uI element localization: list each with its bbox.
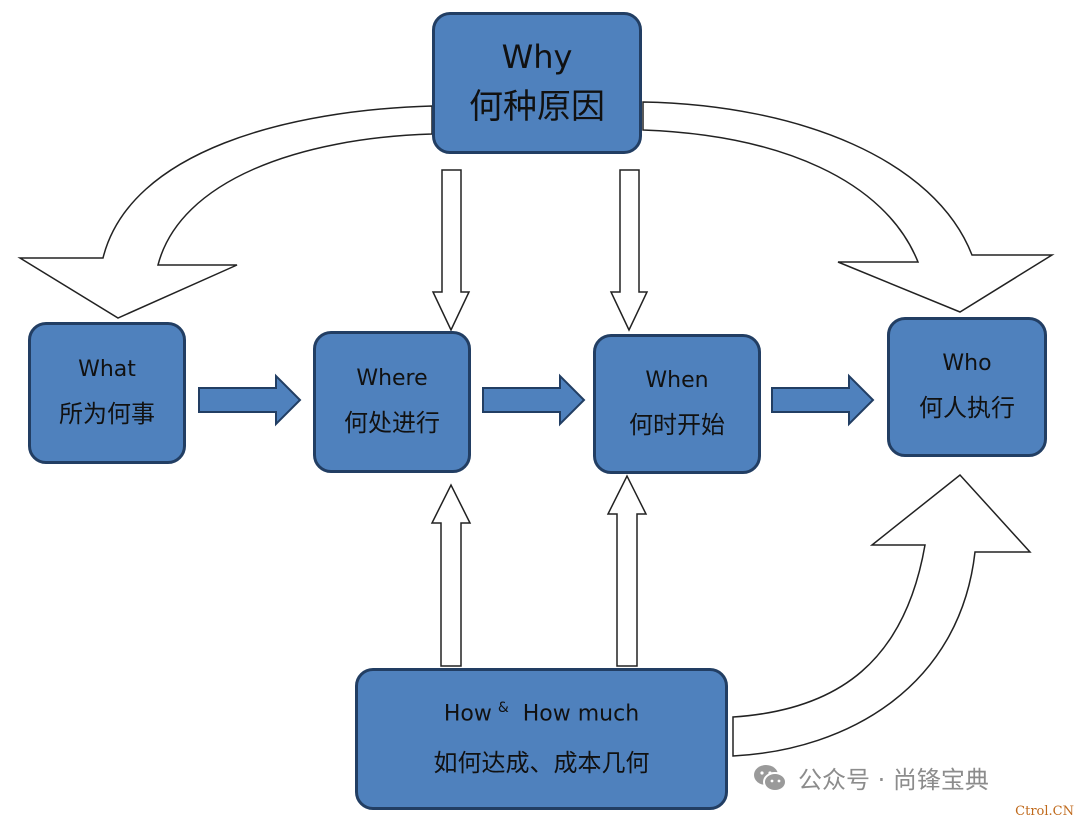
where-box: Where 何处进行 xyxy=(313,331,471,473)
curved-arrow-why-to-who xyxy=(642,101,1055,313)
right-arrow-where-to-when xyxy=(482,373,586,427)
right-arrow-what-to-where xyxy=(198,373,302,427)
how-label-en: How&How much xyxy=(444,700,639,728)
who-label-zh: 何人执行 xyxy=(919,393,1015,422)
where-label-zh: 何处进行 xyxy=(344,408,440,437)
why-box: Why 何种原因 xyxy=(432,12,642,154)
who-box: Who 何人执行 xyxy=(887,317,1047,457)
up-arrow-how-to-when xyxy=(606,474,648,667)
right-arrow-when-to-who xyxy=(771,373,875,427)
up-arrow-how-to-where xyxy=(430,483,472,667)
what-box: What 所为何事 xyxy=(28,322,186,464)
how-label-how: How xyxy=(443,701,492,727)
how-label-amp: & xyxy=(497,699,509,716)
why-label-zh: 何种原因 xyxy=(469,86,605,127)
curved-arrow-how-to-who xyxy=(732,473,1032,757)
down-arrow-why-to-when xyxy=(609,169,649,332)
how-box: How&How much 如何达成、成本几何 xyxy=(355,668,728,810)
when-box: When 何时开始 xyxy=(593,334,761,474)
down-arrow-why-to-where xyxy=(431,169,471,332)
watermark: 公众号 · 尚锋宝典 xyxy=(752,760,989,795)
site-watermark: Ctrol.CN xyxy=(1015,804,1074,819)
where-label-en: Where xyxy=(356,366,428,392)
when-label-en: When xyxy=(645,368,709,394)
what-label-en: What xyxy=(78,357,136,383)
watermark-text: 公众号 · 尚锋宝典 xyxy=(798,766,989,794)
why-label-en: Why xyxy=(501,38,573,77)
curved-arrow-why-to-what xyxy=(17,105,433,319)
when-label-zh: 何时开始 xyxy=(629,410,725,439)
who-label-en: Who xyxy=(942,351,992,377)
wechat-icon xyxy=(754,764,787,792)
how-label-how-much: How much xyxy=(522,701,640,727)
how-label-zh: 如何达成、成本几何 xyxy=(433,749,650,778)
what-label-zh: 所为何事 xyxy=(59,399,155,428)
